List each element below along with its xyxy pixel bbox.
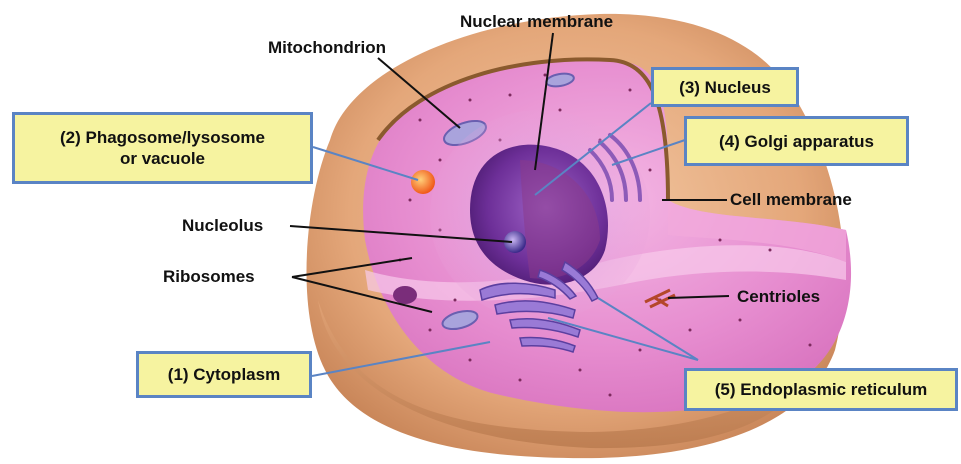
box-phagosome: (2) Phagosome/lysosome or vacuole <box>12 112 313 184</box>
label-nuclear-membrane: Nuclear membrane <box>460 12 613 32</box>
box-phagosome-line2: or vacuole <box>120 148 205 169</box>
box-nucleus-label: (3) Nucleus <box>679 77 771 98</box>
vacuole-shape <box>411 170 435 194</box>
label-ribosomes: Ribosomes <box>163 267 255 287</box>
box-nucleus: (3) Nucleus <box>651 67 799 107</box>
box-golgi-label: (4) Golgi apparatus <box>719 131 874 152</box>
label-cell-membrane: Cell membrane <box>730 190 852 210</box>
box-er-label: (5) Endoplasmic reticulum <box>715 379 928 400</box>
label-nucleolus: Nucleolus <box>182 216 263 236</box>
box-er: (5) Endoplasmic reticulum <box>684 368 958 411</box>
box-golgi: (4) Golgi apparatus <box>684 116 909 166</box>
label-mitochondrion: Mitochondrion <box>268 38 386 58</box>
box-cytoplasm: (1) Cytoplasm <box>136 351 312 398</box>
box-cytoplasm-label: (1) Cytoplasm <box>168 364 280 385</box>
label-centrioles: Centrioles <box>737 287 820 307</box>
box-phagosome-line1: (2) Phagosome/lysosome <box>60 127 265 148</box>
